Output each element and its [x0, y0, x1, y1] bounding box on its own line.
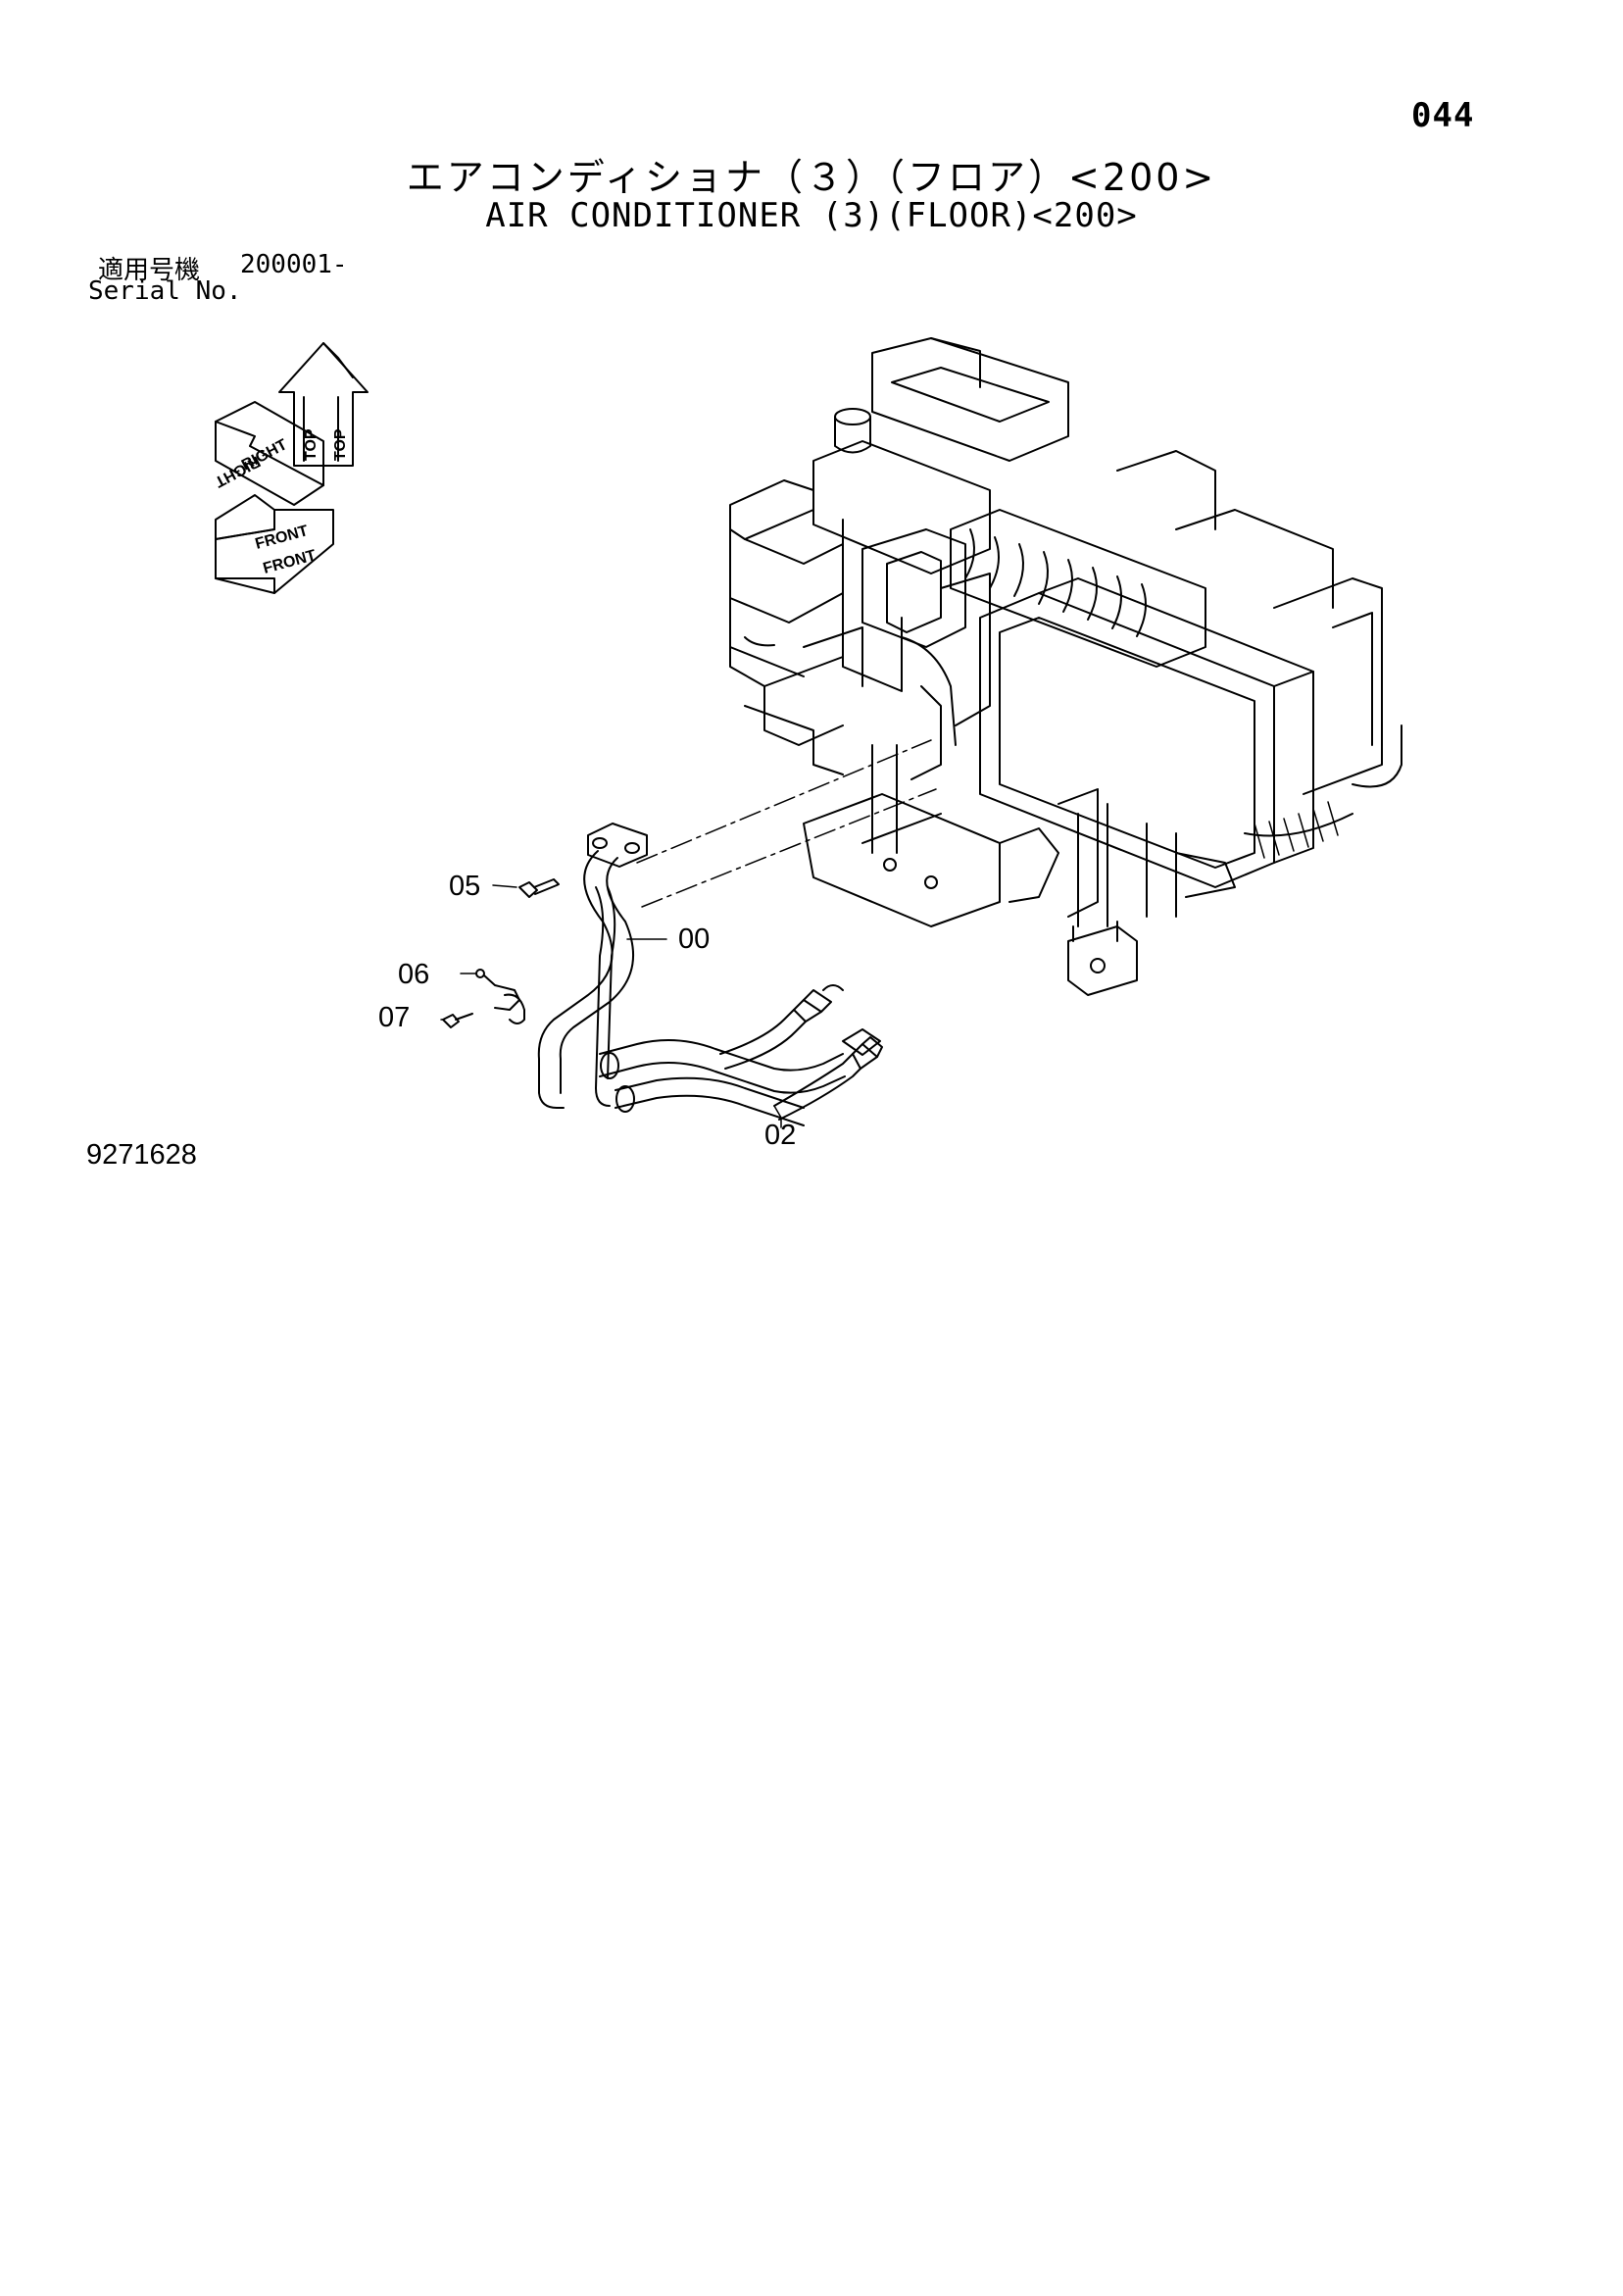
callout-06: 06	[398, 959, 430, 990]
leader-lines	[440, 884, 782, 1128]
screw-icon	[442, 1013, 473, 1028]
serial-number-value: 200001-	[240, 250, 348, 279]
page-number: 044	[1411, 96, 1475, 135]
alignment-line	[636, 739, 937, 908]
callout-00: 00	[678, 923, 711, 955]
pipe-assembly	[537, 823, 883, 1126]
callout-02: 02	[764, 1120, 797, 1151]
bolt-icon	[518, 878, 560, 898]
serial-label-english: Serial No.	[88, 276, 242, 306]
title-english: AIR CONDITIONER (3)(FLOOR)<200>	[485, 196, 1138, 235]
callout-07: 07	[378, 1002, 411, 1033]
clamp-icon	[475, 969, 525, 1024]
title-japanese: エアコンディショナ（３）（フロア）<200>	[406, 156, 1217, 199]
callout-05: 05	[449, 871, 481, 902]
air-conditioner-unit	[729, 337, 1402, 996]
orientation-arrows-icon	[215, 342, 369, 594]
serial-label-japanese: 適用号機	[98, 256, 201, 285]
orientation-label-top: TOP	[303, 428, 320, 461]
orientation-label-top-shadow: TOP	[332, 428, 349, 461]
figure-number: 9271628	[86, 1139, 197, 1171]
